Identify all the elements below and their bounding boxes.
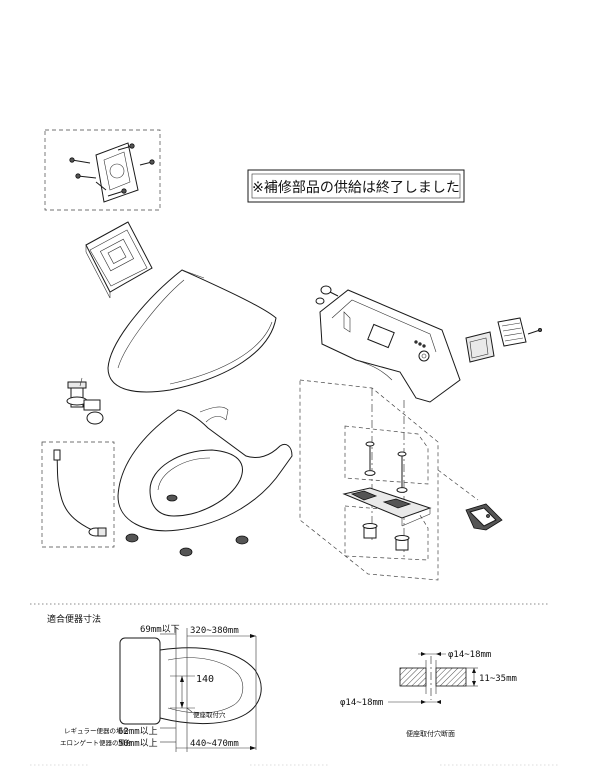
toilet-seat [117, 406, 293, 557]
section-hole-bottom: φ14~18mm [340, 698, 383, 708]
base-plate-install-group [299, 379, 479, 581]
rubber-bushing-icon [362, 523, 410, 551]
anchor-bolt-icon [364, 441, 408, 493]
remote-control-panel [85, 221, 153, 299]
discontinued-notice: ※補修部品の供給は終了しました [247, 169, 465, 203]
base-plate [342, 487, 432, 527]
dim-elongated-value: 50mm以上 [118, 738, 158, 749]
section-hole-top: φ14~18mm [448, 650, 491, 660]
toilet-lid [107, 269, 277, 393]
deodorizer-filter [465, 317, 543, 363]
washlet-main-body [319, 289, 461, 403]
water-valve [66, 377, 104, 425]
remote-holder-bracket [465, 503, 503, 531]
dim-mount-hole-label: 便座取付穴 [193, 710, 226, 719]
dim-elongated-label: エロンゲート便器の場合 [60, 738, 132, 747]
notice-text: ※補修部品の供給は終了しました [252, 180, 460, 196]
dims-title: 適合便器寸法 [47, 613, 101, 625]
nozzle-screw-icon [315, 285, 339, 305]
toilet-dimensions-diagram: 適合便器寸法 69mm以下 320~380mm 140 便座取付穴 レギュラー便… [47, 613, 262, 752]
dim-top-max: 69mm以下 [140, 625, 180, 635]
dim-regular-label: レギュラー便器の場合 [64, 726, 130, 735]
section-caption: 便座取付穴断面 [406, 729, 455, 738]
dim-length-range: 440~470mm [190, 739, 239, 749]
dim-center-140: 140 [196, 674, 214, 685]
wall-plate-group [44, 129, 161, 211]
dim-width-range: 320~380mm [190, 626, 239, 636]
mount-hole-section-diagram: φ14~18mm 11~35mm φ14~18mm 便座取付穴断面 [340, 650, 517, 738]
plate-screw-icon [69, 143, 155, 197]
section-thickness: 11~35mm [479, 674, 517, 684]
supply-hose-group [41, 441, 115, 548]
dim-regular-value: 62mm以上 [118, 726, 158, 737]
